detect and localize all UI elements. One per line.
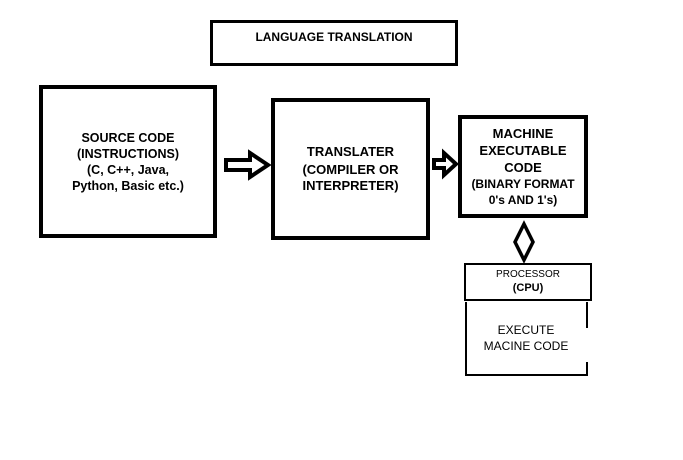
source-code-subheading: (INSTRUCTIONS) xyxy=(76,146,180,161)
source-code-languages-2: Python, Basic etc.) xyxy=(72,178,184,193)
source-code-heading: SOURCE CODE xyxy=(81,130,175,145)
machine-code-box: MACHINE EXECUTABLE CODE (BINARY FORMAT 0… xyxy=(458,115,588,218)
diagram-title-box: LANGUAGE TRANSLATION xyxy=(210,20,458,66)
cpu-label: (CPU) xyxy=(512,282,544,294)
translator-subheading-1: (COMPILER OR xyxy=(302,162,399,177)
processor-label: PROCESSOR xyxy=(496,269,560,280)
source-code-languages-1: (C, C++, Java, xyxy=(87,162,169,177)
machine-code-format-2: 0's AND 1's) xyxy=(488,193,558,207)
source-code-box: SOURCE CODE (INSTRUCTIONS) (C, C++, Java… xyxy=(39,85,217,238)
execute-label: EXECUTE xyxy=(497,323,555,337)
machine-code-heading-2: EXECUTABLE xyxy=(479,143,567,158)
execute-box-bottom-edge xyxy=(465,374,587,376)
execute-box-left-edge xyxy=(465,302,467,376)
translator-heading: TRANSLATER xyxy=(306,144,395,159)
diagram-title: LANGUAGE TRANSLATION xyxy=(255,30,413,44)
machine-code-heading-3: CODE xyxy=(504,160,542,175)
machine-code-heading-1: MACHINE xyxy=(492,126,554,141)
machine-code-format-1: (BINARY FORMAT xyxy=(471,177,575,191)
execute-box-right-edge-top xyxy=(586,302,588,328)
double-arrow-icon xyxy=(513,220,535,264)
execute-box-text: EXECUTE MACINE CODE xyxy=(465,322,587,354)
execute-box: EXECUTE MACINE CODE xyxy=(465,302,588,376)
processor-box: PROCESSOR (CPU) xyxy=(464,263,592,301)
translator-subheading-2: INTERPRETER) xyxy=(302,178,399,193)
machine-code-label: MACINE CODE xyxy=(483,339,569,353)
arrow-right-icon xyxy=(224,149,272,181)
execute-box-right-edge-bottom xyxy=(586,362,588,376)
translator-box: TRANSLATER (COMPILER OR INTERPRETER) xyxy=(271,98,430,240)
arrow-right-icon xyxy=(432,148,459,180)
